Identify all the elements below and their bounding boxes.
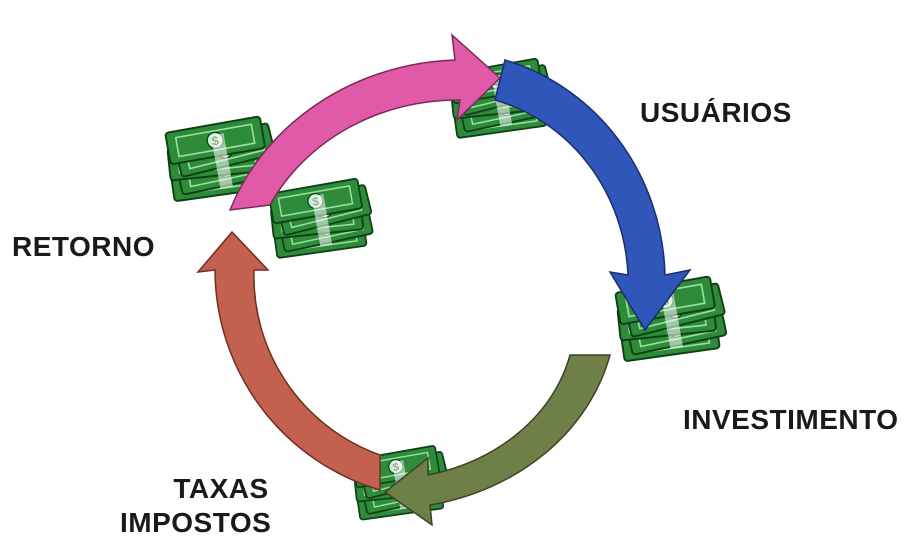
label-retorno: RETORNO xyxy=(12,232,155,263)
label-impostos: IMPOSTOS xyxy=(120,508,271,539)
label-taxas: TAXAS xyxy=(156,474,286,505)
arrow-left-icon xyxy=(198,232,380,490)
label-usuarios: USUÁRIOS xyxy=(640,98,792,122)
arrow-bottom-icon xyxy=(385,355,610,525)
money-stack-icon xyxy=(269,178,374,258)
label-investimento: INVESTIMENTO xyxy=(683,405,899,436)
